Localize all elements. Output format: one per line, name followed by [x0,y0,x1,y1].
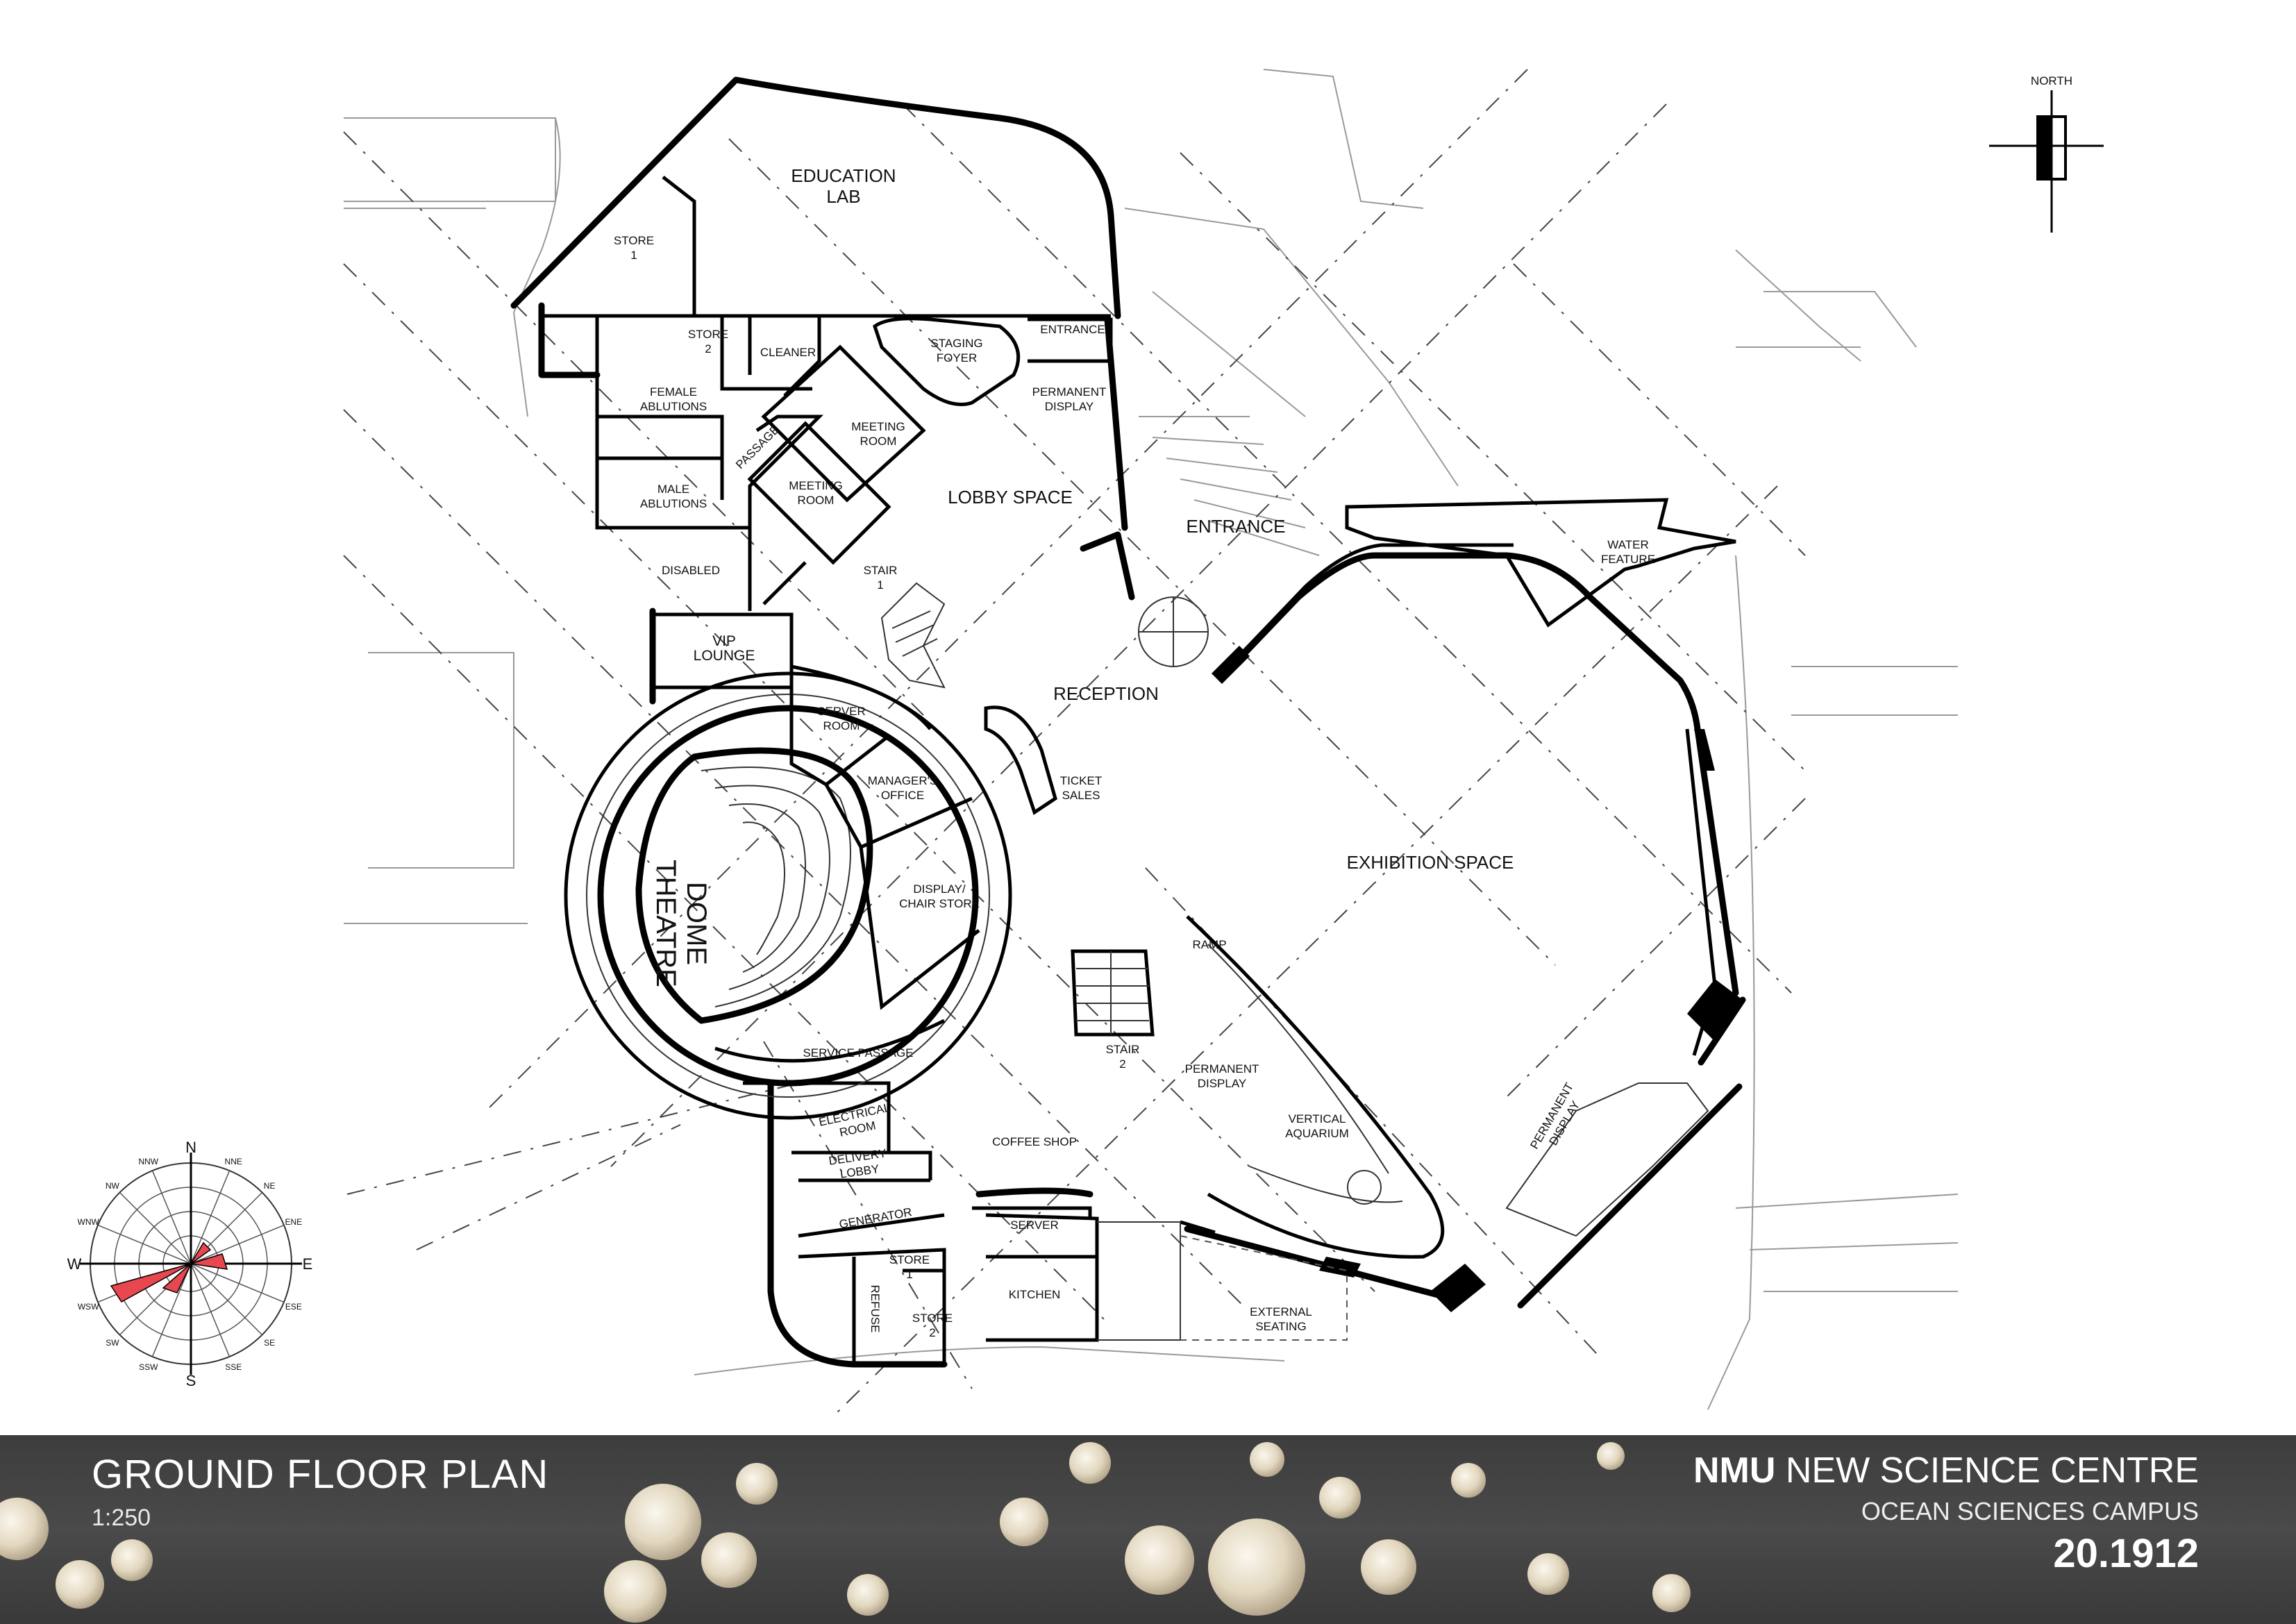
room-label-lobby-space: LOBBY SPACE [948,487,1073,508]
room-label-permanent-display-right: PERMANENTDISPLAY [1527,1080,1589,1158]
room-label-reception: RECEPTION [1053,683,1159,704]
site-context [344,69,1959,1410]
structural-grid [343,69,1806,1417]
wind-rose-label-e: E [303,1255,313,1273]
permanent-display-lattice [1505,1082,1709,1237]
revolving-door [1138,596,1209,667]
wind-rose-label-ne: NE [264,1181,276,1191]
drawing-number: 20.1912 [2053,1531,2199,1576]
room-label-entrance-small: ENTRANCE [1040,323,1105,336]
room-label-electrical-room: ELECTRICALROOM [818,1100,895,1143]
room-label-display-chair-store: DISPLAY/CHAIR STORE [899,882,980,910]
water-feature-outline [1345,498,1736,628]
wind-rose-label-se: SE [264,1338,275,1348]
plan-scale: 1:250 [92,1505,151,1531]
plan-title-block: GROUND FLOOR PLAN 1:250 [92,1451,548,1532]
room-label-server-kitchen: SERVER [1010,1219,1059,1232]
room-label-cleaner: CLEANER [760,346,816,359]
wind-rose-label-w: W [67,1255,82,1273]
north-arrow: NORTH [1989,74,2104,233]
wind-rose: N NNE NE ENE E ESE SE SSE S SSW SW WSW W WNW NW NNW [67,1139,313,1389]
wind-rose-label-n: N [185,1139,196,1156]
title-banner [0,1435,2296,1624]
wind-rose-label-sse: SSE [225,1362,242,1372]
project-title-block: NMU NEW SCIENCE CENTRE OCEAN SCIENCES CA… [1693,1450,2199,1577]
room-label-coffee-shop: COFFEE SHOP [992,1135,1077,1148]
room-label-disabled: DISABLED [662,564,720,577]
wind-rose-label-wnw: WNW [78,1217,100,1227]
wind-rose-label-nnw: NNW [138,1157,158,1166]
wind-rose-label-ssw: SSW [139,1362,158,1372]
project-title: NMU NEW SCIENCE CENTRE [1693,1450,2199,1491]
campus-name: OCEAN SCIENCES CAMPUS [1861,1497,2199,1525]
reception-desk [984,705,1057,815]
wind-rose-label-ese: ESE [285,1302,302,1312]
stairs [880,582,1155,1037]
wind-rose-label-sw: SW [106,1338,119,1348]
wind-rose-label-nne: NNE [225,1157,242,1166]
room-label-kitchen: KITCHEN [1009,1288,1061,1301]
client-name: NMU [1693,1450,1776,1491]
room-label-refuse: REFUSE [869,1285,882,1333]
dome-theatre [564,664,1012,1120]
building-walls [510,76,1746,1368]
wind-rose-prevailing-sector [110,1241,228,1303]
wind-rose-label-wsw: WSW [78,1302,99,1312]
room-label-exhibition-space: EXHIBITION SPACE [1347,852,1514,873]
room-label-ramp: RAMP [1192,938,1226,951]
wind-rose-label-s: S [186,1372,196,1389]
wind-rose-label-ene: ENE [285,1217,302,1227]
project-name: NEW SCIENCE CENTRE [1785,1450,2199,1491]
room-label-entrance-main: ENTRANCE [1186,516,1285,537]
wind-rose-label-nw: NW [106,1181,120,1191]
room-label-dome-theatre: DOMETHEATRE [651,860,712,987]
room-label-service-passage: SERVICE PASSAGE [803,1046,913,1060]
north-label: NORTH [2031,74,2072,87]
plan-title: GROUND FLOOR PLAN [92,1452,549,1497]
